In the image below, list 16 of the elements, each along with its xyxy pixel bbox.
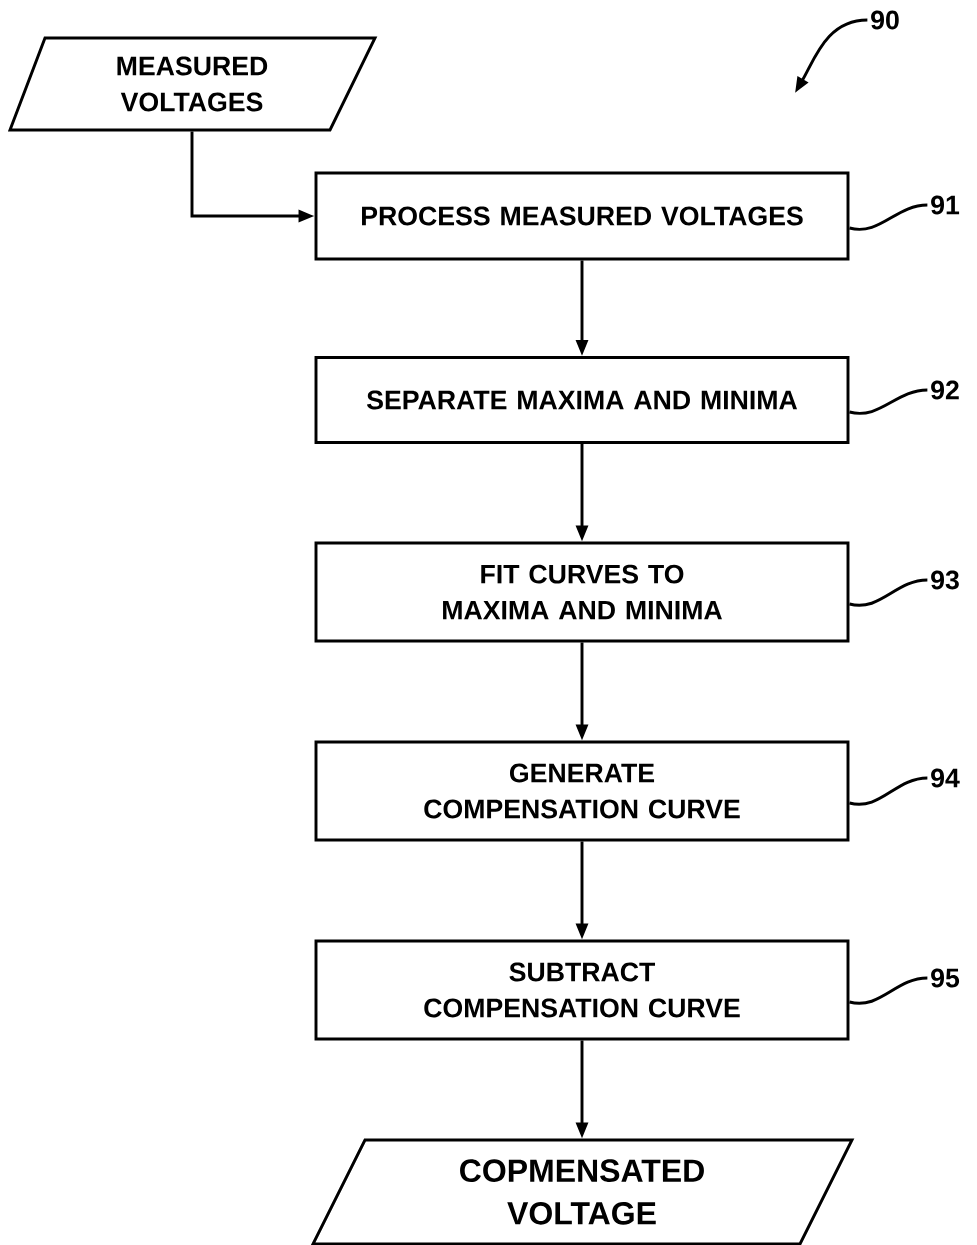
process-box: PROCESS MEASURED VOLTAGES	[314, 171, 850, 261]
leader-line	[849, 776, 928, 806]
reference-numeral: 92	[931, 380, 959, 400]
reference-numeral: 91	[931, 195, 960, 215]
leader-line	[849, 976, 928, 1005]
leader-line	[849, 388, 928, 415]
leader-line	[849, 578, 928, 607]
process-box: FIT CURVES TO MAXIMA AND MINIMA	[314, 541, 850, 643]
leader-line	[849, 203, 928, 231]
process-box: SUBTRACT COMPENSATION CURVE	[314, 939, 850, 1041]
process-box: SEPARATE MAXIMA AND MINIMA	[314, 356, 850, 444]
reference-numeral: 93	[931, 570, 959, 590]
reference-numeral: 94	[931, 768, 960, 788]
reference-numeral: 90	[871, 10, 899, 30]
reference-numeral: 95	[931, 968, 960, 988]
process-box: GENERATE COMPENSATION CURVE	[314, 740, 850, 842]
